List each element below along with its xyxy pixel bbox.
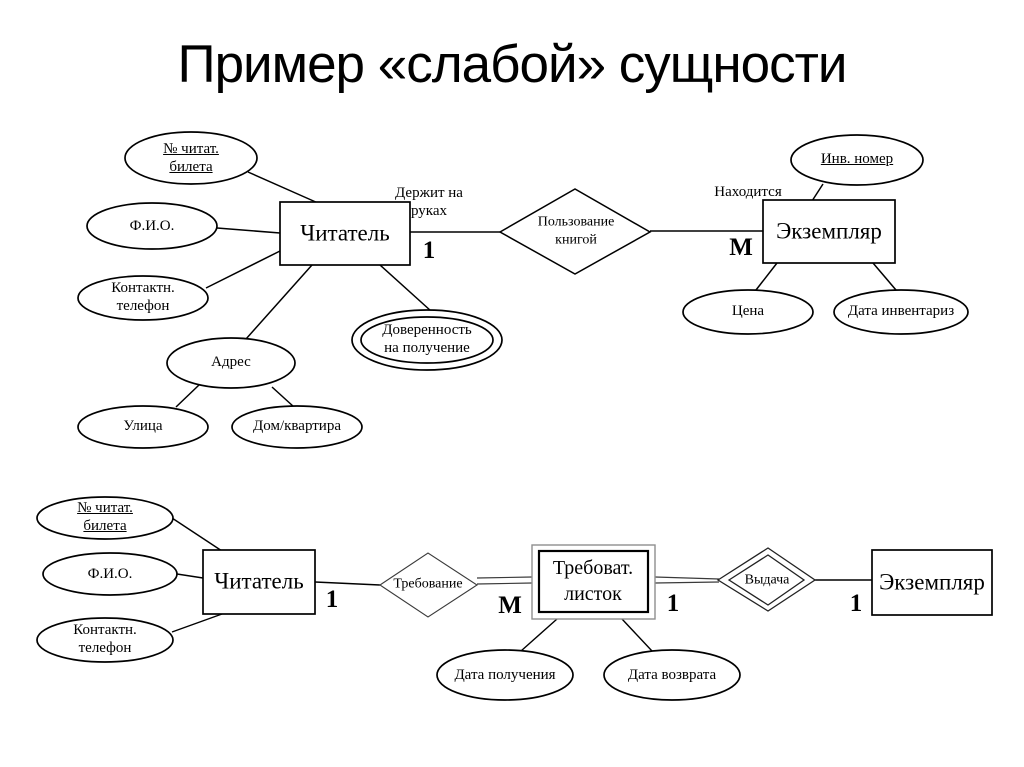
entity-instance-rect xyxy=(762,199,896,264)
bottom-double-connectors xyxy=(476,576,720,585)
relationship-usage-label: Пользование книгой xyxy=(537,214,615,248)
attribute-street-label: Улица xyxy=(123,418,163,434)
connector-instance-invdate xyxy=(872,262,897,291)
connector-fio2-reader2 xyxy=(176,573,204,579)
attribute-invnumber-label: Инв. номер xyxy=(820,151,894,167)
attribute-fio-label: Ф.И.О. xyxy=(129,218,175,234)
connector-address-house xyxy=(271,386,295,408)
bottom-connectors xyxy=(171,517,872,652)
double-line-listok-issue-b xyxy=(654,581,720,584)
attribute-phone-label: Контактн. телефон xyxy=(111,280,175,314)
attribute-datereceived-ellipse xyxy=(436,649,574,701)
top-shapes xyxy=(77,131,969,449)
role-right-label: Находится xyxy=(714,184,782,200)
attribute-proxy-inner-ellipse xyxy=(360,316,494,364)
attribute-datereturn-ellipse xyxy=(603,649,741,701)
attribute-phone2-ellipse xyxy=(36,617,174,663)
connector-phone-reader xyxy=(205,250,281,289)
entity-instance2-rect xyxy=(871,549,993,616)
attribute-invdate-ellipse xyxy=(833,289,969,335)
attribute-datereturn-label: Дата возврата xyxy=(627,667,717,683)
connector-listok-datereturn xyxy=(621,618,653,652)
top-connectors xyxy=(175,171,897,408)
attribute-invnumber-ellipse xyxy=(790,134,924,186)
attribute-house-ellipse xyxy=(231,405,363,449)
cardinality-reader2-1: 1 xyxy=(325,586,339,613)
attribute-ticket-ellipse xyxy=(124,131,258,185)
entity-reader2-rect xyxy=(202,549,316,615)
attribute-phone-ellipse xyxy=(77,275,209,321)
relationship-usage-diamond xyxy=(498,188,652,275)
attribute-ticket-label: № читат. билета xyxy=(163,141,219,175)
entity-instance2-label: Экземпляр xyxy=(879,569,985,595)
connector-ticket-reader xyxy=(247,171,319,204)
attribute-price-label: Цена xyxy=(731,303,765,319)
slide-title: Пример «слабой» сущности xyxy=(177,35,847,94)
connector-reader2-request xyxy=(314,581,381,586)
connector-invnumber-instance xyxy=(811,183,824,202)
double-line-request-listok-b xyxy=(476,582,533,585)
cardinality-top-m: М xyxy=(729,234,753,261)
attribute-phone2-label: Контактн. телефон xyxy=(73,622,137,656)
relationship-request-diamond xyxy=(379,552,479,618)
connector-address-street xyxy=(175,384,200,408)
relationship-issue-label: Выдача xyxy=(744,572,790,588)
attribute-street-ellipse xyxy=(77,405,209,449)
cardinality-listok-1: 1 xyxy=(666,590,680,617)
entity-reader-label: Читатель xyxy=(300,220,390,246)
attribute-address-label: Адрес xyxy=(211,354,251,370)
connector-instance-price xyxy=(755,262,778,291)
attribute-address-ellipse xyxy=(166,337,296,389)
connector-listok-datereceived xyxy=(520,618,558,652)
cardinality-request-m: М xyxy=(498,592,522,619)
attribute-fio2-ellipse xyxy=(42,552,178,596)
attribute-house-label: Дом/квартира xyxy=(253,418,341,434)
bottom-shapes xyxy=(36,496,993,701)
attribute-ticket2-label: № читат. билета xyxy=(77,500,133,534)
attribute-ticket2-ellipse xyxy=(36,496,174,540)
attribute-invdate-label: Дата инвентариз xyxy=(847,303,955,319)
connector-fio-reader xyxy=(216,227,281,234)
role-left-label: Держит на руках xyxy=(395,185,463,219)
entity-instance-label: Экземпляр xyxy=(776,218,882,244)
relationship-issue-inner-diamond xyxy=(727,554,806,606)
entity-reader2-label: Читатель xyxy=(214,568,304,594)
connector-ticket2-reader2 xyxy=(171,517,223,552)
double-line-request-listok-a xyxy=(476,576,533,579)
attribute-fio2-label: Ф.И.О. xyxy=(87,566,133,582)
connector-reader-proxy xyxy=(379,264,432,312)
attribute-price-ellipse xyxy=(682,289,814,335)
weak-entity-listok-inner-rect xyxy=(537,549,650,614)
connector-phone2-reader2 xyxy=(171,613,223,633)
attribute-datereceived-label: Дата получения xyxy=(454,667,556,683)
relationship-request-label: Требование xyxy=(393,576,463,592)
entity-reader-rect xyxy=(279,201,411,266)
attribute-proxy-label: Доверенность на получение xyxy=(382,322,472,356)
attribute-fio-ellipse xyxy=(86,202,218,250)
connector-reader-address xyxy=(245,264,313,340)
double-line-listok-issue-a xyxy=(654,576,720,580)
weak-entity-listok-label: Требоват. листок xyxy=(552,557,634,605)
cardinality-top-1: 1 xyxy=(422,237,436,264)
cardinality-instance2-1: 1 xyxy=(849,590,863,617)
